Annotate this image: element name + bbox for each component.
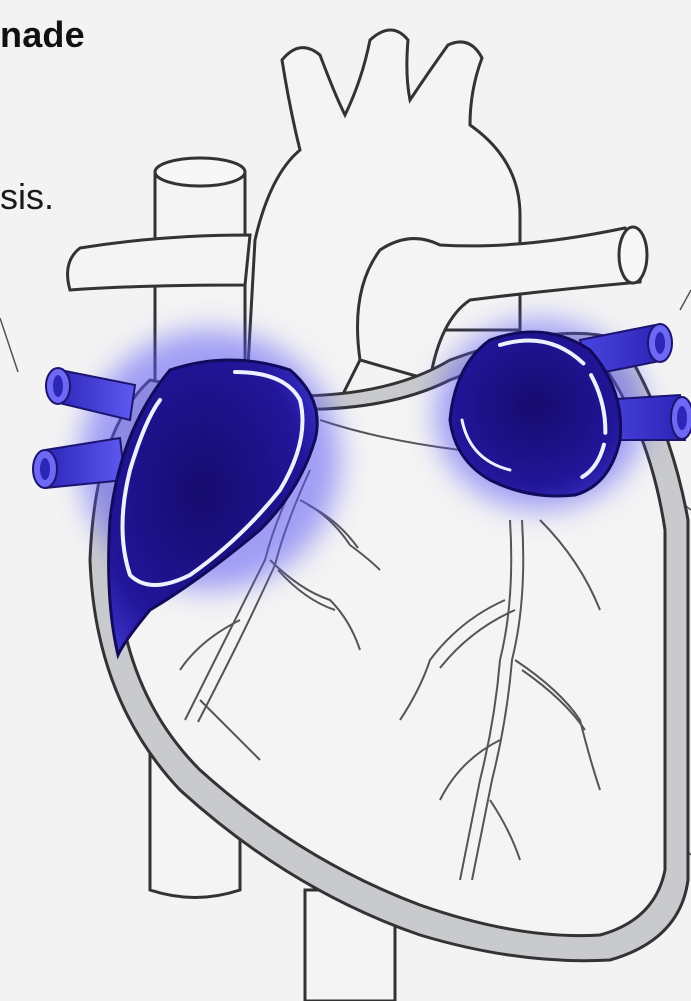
right-pulmonary-artery [68, 235, 250, 290]
pulmonary-artery-opening [619, 227, 647, 283]
leader-line [0, 318, 18, 372]
superior-vena-cava-opening [155, 158, 245, 186]
left-atrium [450, 332, 621, 496]
leader-line [680, 290, 691, 310]
